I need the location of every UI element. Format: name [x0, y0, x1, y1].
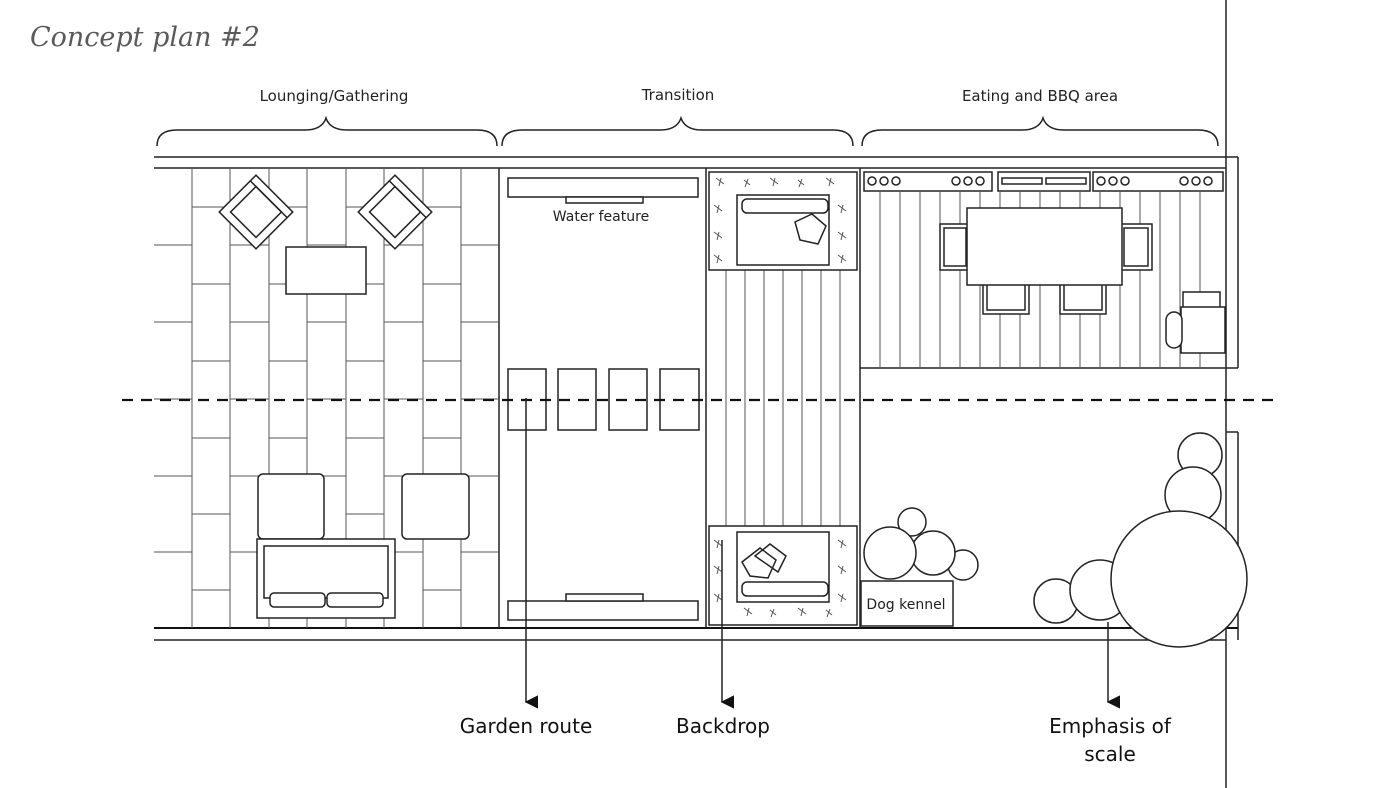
zone-brace-lounging — [156, 115, 498, 147]
tree-cluster — [1033, 432, 1248, 648]
dog-kennel-label: Dog kennel — [866, 597, 945, 613]
planter-bench-top — [708, 171, 858, 271]
dining-table — [966, 207, 1123, 286]
coffee-table — [285, 246, 367, 295]
zone-label-transition: Transition — [641, 86, 715, 104]
callout-backdrop: Backdrop — [676, 714, 770, 738]
zone-label-lounging: Lounging/Gathering — [260, 87, 409, 105]
armchair-left — [218, 174, 294, 250]
zone-brace-eating — [861, 115, 1219, 147]
water-feature-top — [507, 177, 699, 204]
shrub-cluster-left — [863, 507, 979, 581]
ottoman-left — [257, 473, 325, 540]
zone-brace-transition — [501, 115, 854, 147]
cushion-icon — [794, 213, 827, 245]
planter-trough-right — [1092, 171, 1224, 192]
large-tree — [1110, 510, 1248, 648]
armchair-right — [357, 174, 433, 250]
bbq-counter — [997, 171, 1091, 192]
water-feature-label: Water feature — [553, 209, 649, 225]
cushion-icon — [741, 547, 777, 579]
garden-outline — [154, 156, 1239, 641]
sofa — [256, 538, 396, 619]
water-feature-bottom — [507, 593, 699, 621]
ottoman-right — [401, 473, 470, 540]
plan-title: Concept plan #2 — [30, 22, 260, 53]
planter-trough-left — [863, 171, 993, 192]
callout-emphasis-line1: Emphasis of — [1049, 714, 1172, 738]
planter-bench-bottom — [708, 525, 858, 626]
callout-garden-route: Garden route — [460, 714, 593, 738]
dining-set — [939, 207, 1153, 315]
decking-boards — [725, 270, 841, 526]
callout-emphasis-line2: scale — [1084, 742, 1136, 766]
paving-grid — [154, 168, 499, 628]
dog-kennel — [860, 580, 954, 627]
zone-label-eating: Eating and BBQ area — [962, 87, 1118, 105]
bbq-grill — [1165, 291, 1226, 354]
